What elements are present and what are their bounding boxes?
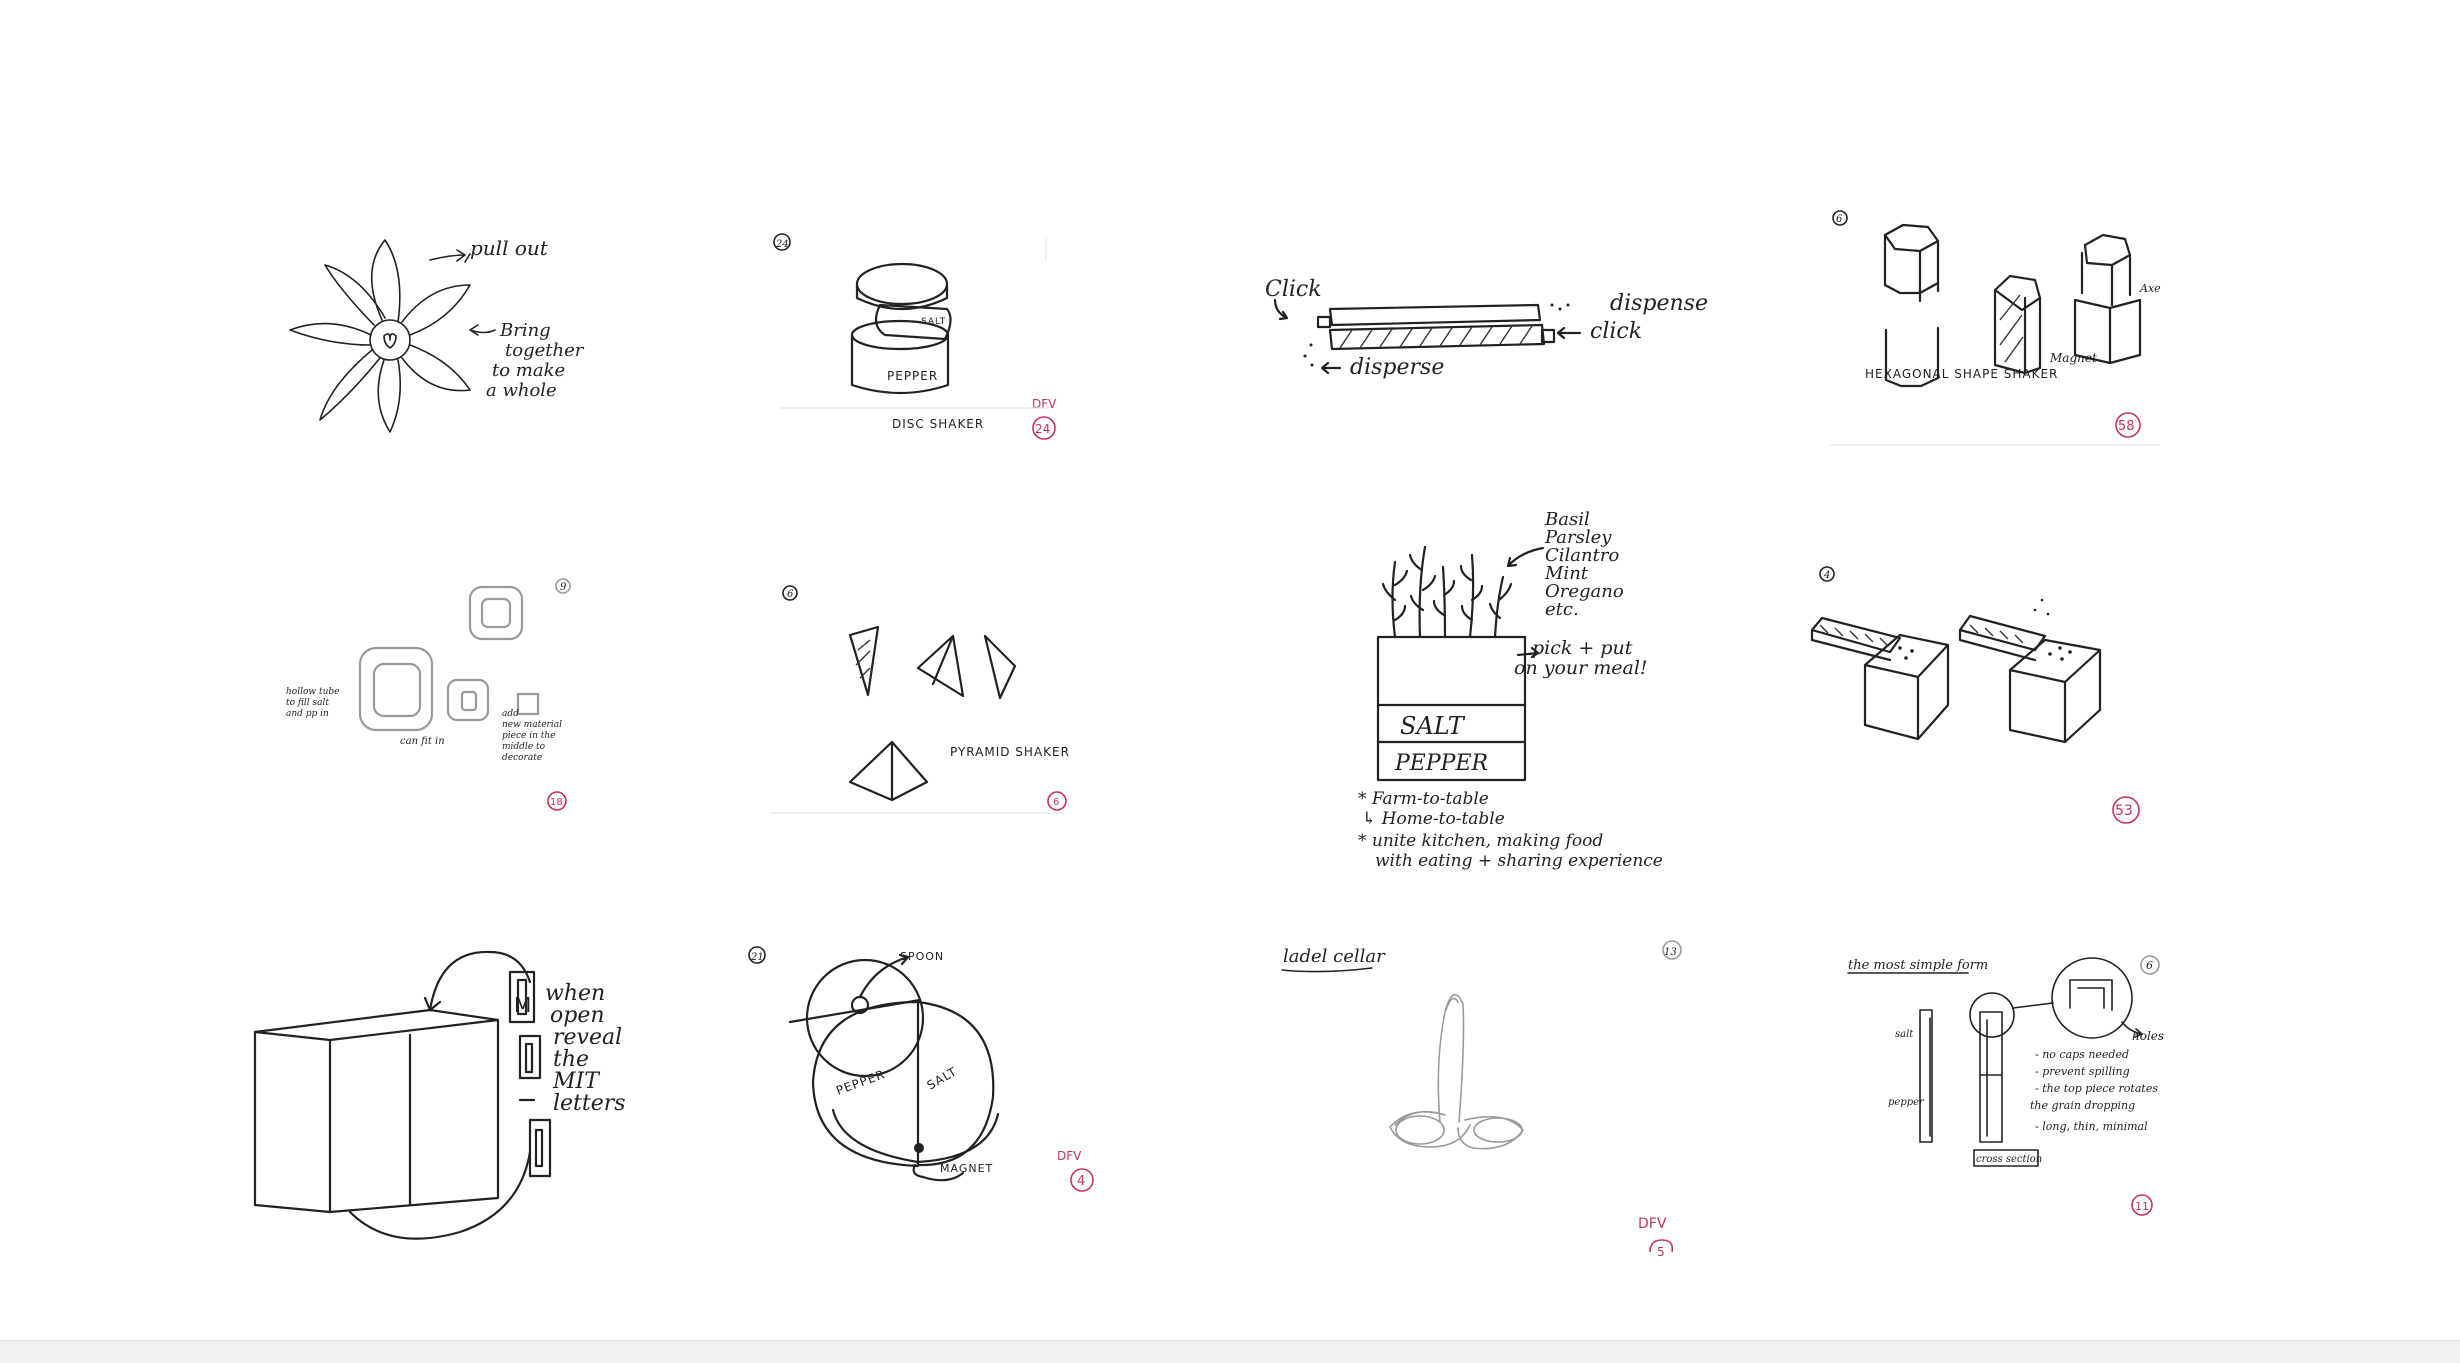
sketch-number: 6 <box>1836 214 1843 225</box>
ladle-cellar-sketch[interactable]: ladel cellar 13 DFV 5 <box>1282 941 1681 1259</box>
sketch-number: 6 <box>787 589 794 600</box>
disc-shaker-caption: DISC SHAKER <box>892 417 984 431</box>
dfv-label: DFV <box>1032 397 1057 411</box>
dispense-label: dispense <box>1610 291 1708 316</box>
magnet-label: Magnet <box>2049 351 2097 365</box>
magnet-label: MAGNET <box>940 1162 993 1175</box>
nested-squares-sketch[interactable]: 9 hollow tube to fill salt and pp in can… <box>286 579 570 810</box>
hollow-tube-note: hollow tube to fill salt and pp in <box>286 687 342 719</box>
sketch-badge: 58 <box>2118 419 2135 434</box>
salt-label: salt <box>1895 1029 1914 1040</box>
farm-to-table-notes: * Farm-to-table ↳ Home-to-table * unite … <box>1358 789 1663 871</box>
pull-out-label: pull out <box>470 236 549 260</box>
add-material-note: add new material piece in the middle to … <box>502 709 565 763</box>
hexagonal-shaker-sketch[interactable]: 6 Axe Magnet HEXAGONAL SHAPE SHAKER 58 <box>1830 211 2161 445</box>
sketch-number: 9 <box>560 582 567 593</box>
sketch-badge: 4 <box>1077 1174 1085 1189</box>
sketch-badge: 11 <box>2135 1200 2149 1213</box>
mit-box-sketch[interactable]: when open reveal the MIT letters M <box>255 952 629 1239</box>
sketch-badge: 24 <box>1035 422 1050 436</box>
sketch-badge: 18 <box>550 797 563 808</box>
dfv-label: DFV <box>1638 1216 1667 1232</box>
hatching <box>1820 625 2023 646</box>
flower-note: Bring together to make a whole <box>486 320 589 401</box>
sketch-number: 6 <box>2146 959 2153 972</box>
mit-note: when open reveal the MIT letters <box>545 981 629 1116</box>
hexagonal-shaker-caption: HEXAGONAL SHAPE SHAKER <box>1865 367 2058 381</box>
salt-label: SALT <box>1400 712 1466 740</box>
disperse-label: disperse <box>1350 355 1444 380</box>
axis-label: Axe <box>2139 282 2161 295</box>
pepper-label: PEPPER <box>887 369 938 383</box>
cross-section-label: cross section <box>1976 1154 2042 1165</box>
sketch-number: 4 <box>1823 570 1830 581</box>
holes-label: holes <box>2132 1029 2164 1043</box>
can-fit-note: can fit in <box>400 736 445 747</box>
pepper-label: PEPPER <box>1394 751 1488 776</box>
ladle-title: ladel cellar <box>1283 946 1386 967</box>
disc-shaker-sketch[interactable]: 24 SALT PEPPER DISC SHAKER DFV 24 <box>774 234 1057 439</box>
bottom-bar <box>0 1340 2460 1363</box>
spoon-label: SPOON <box>900 950 944 963</box>
simple-form-notes: - no caps needed - prevent spilling - th… <box>2030 1048 2161 1133</box>
sketch-badge: 6 <box>1053 797 1059 808</box>
pyramid-shaker-sketch[interactable]: 6 PYRAMID SHAKER 6 <box>770 586 1070 813</box>
shaker-holes <box>1898 599 2072 661</box>
click-dispenser-sketch[interactable]: Click dispense click disperse <box>1265 277 1708 380</box>
simple-form-title: the most simple form <box>1848 958 1988 973</box>
sketch-number: 13 <box>1664 947 1677 958</box>
simple-form-sketch[interactable]: the most simple form 6 salt pepper holes… <box>1848 956 2164 1215</box>
pepper-label: pepper <box>1888 1097 1925 1108</box>
sketch-badge: 53 <box>2115 803 2133 819</box>
hatching <box>2000 295 2023 362</box>
sketch-badge: 5 <box>1657 1245 1665 1259</box>
flower-sketch[interactable]: pull out Bring together to make a whole <box>290 236 589 432</box>
salt-label: SALT <box>921 317 946 327</box>
m-letter: M <box>514 993 532 1017</box>
sketch-number: 24 <box>775 239 789 250</box>
circle-shaker-sketch[interactable]: 21 SPOON PEPPER SALT MAGNET DFV 4 <box>749 947 1093 1191</box>
click-right-label: click <box>1590 319 1642 344</box>
herb-list: Basil Parsley Cilantro Mint Oregano etc. <box>1544 509 1629 620</box>
herb-shaker-sketch[interactable]: Basil Parsley Cilantro Mint Oregano etc.… <box>1358 509 1663 871</box>
cube-shakers-sketch[interactable]: 4 53 <box>1812 567 2139 823</box>
salt-label: SALT <box>925 1064 960 1092</box>
dfv-label: DFV <box>1057 1149 1082 1163</box>
pick-put-note: pick + put on your meal! <box>1514 637 1648 679</box>
sketch-number: 21 <box>750 952 764 963</box>
click-label: Click <box>1265 277 1322 302</box>
pyramid-shaker-caption: PYRAMID SHAKER <box>950 745 1070 759</box>
